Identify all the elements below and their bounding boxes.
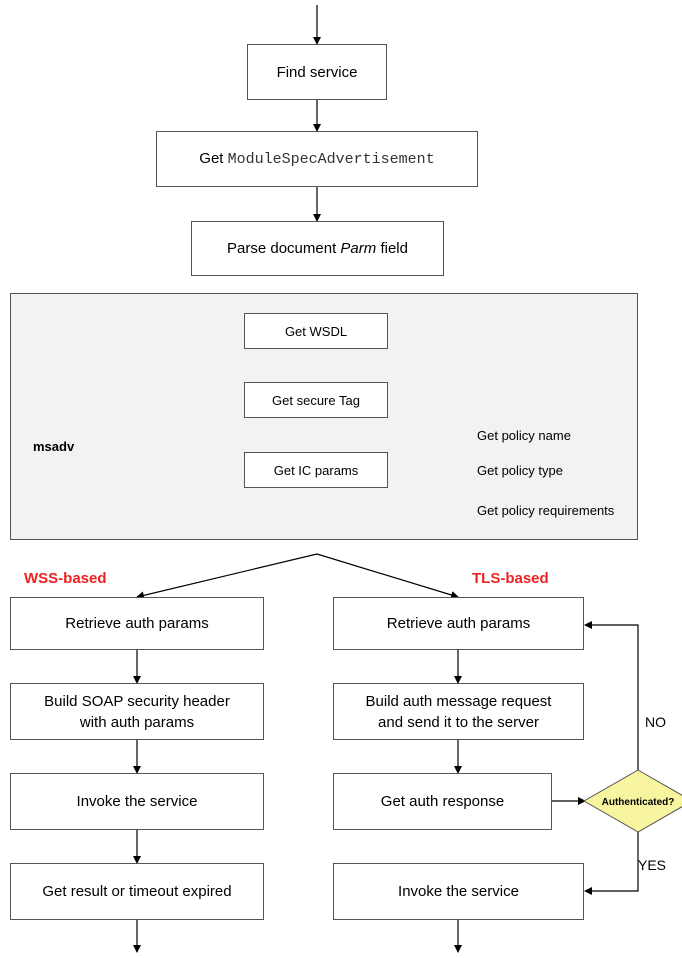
policy-type-label: Get policy type	[477, 463, 563, 478]
tls-step-build-request: Build auth message request and send it t…	[333, 683, 584, 740]
msadv-label: msadv	[33, 439, 75, 454]
get-wsdl-box: Get WSDL	[244, 313, 388, 349]
get-secure-tag-box: Get secure Tag	[244, 382, 388, 418]
parse-label: Parse document Parm field	[227, 238, 408, 259]
wss-step-1-label: Retrieve auth params	[65, 615, 209, 632]
tls-title: TLS-based	[472, 570, 549, 587]
find-service-label: Find service	[276, 63, 358, 81]
get-prefix: Get	[199, 150, 224, 167]
yes-path-line	[584, 832, 639, 895]
tls-step-invoke: Invoke the service	[333, 863, 584, 920]
tls-step-2-line2: and send it to the server	[378, 713, 539, 731]
find-service-box: Find service	[247, 44, 387, 100]
tls-step-get-response: Get auth response	[333, 773, 552, 830]
parse-suffix: field	[380, 240, 408, 257]
wss-step-build-header: Build SOAP security header with auth par…	[10, 683, 264, 740]
policy-name-label: Get policy name	[477, 428, 571, 443]
wss-step-2-line1: Build SOAP security header	[44, 692, 230, 710]
parse-prefix: Parse document	[227, 240, 337, 257]
get-ic-params-label: Get IC params	[273, 462, 359, 478]
no-label: NO	[645, 714, 666, 730]
decision-label: Authenticated?	[602, 797, 675, 808]
get-msa-box: Get ModuleSpecAdvertisement	[156, 131, 478, 187]
wss-step-invoke: Invoke the service	[10, 773, 264, 830]
get-ic-params-box: Get IC params	[244, 452, 388, 488]
wss-step-4-label: Get result or timeout expired	[42, 883, 232, 900]
get-wsdl-label: Get WSDL	[284, 323, 348, 339]
tls-step-3-label: Get auth response	[380, 793, 505, 810]
tls-step-retrieve: Retrieve auth params	[333, 597, 584, 650]
policy-requirements-label: Get policy requirements	[477, 503, 615, 518]
get-msa-label: Get ModuleSpecAdvertisement	[199, 148, 434, 170]
get-secure-tag-label: Get secure Tag	[272, 392, 360, 408]
wss-step-2-line2: with auth params	[79, 713, 195, 731]
msa-code: ModuleSpecAdvertisement	[227, 151, 435, 168]
parse-document-box: Parse document Parm field	[191, 221, 444, 276]
tls-step-2-line1: Build auth message request	[365, 692, 552, 710]
wss-step-get-result: Get result or timeout expired	[10, 863, 264, 920]
tls-step-4-label: Invoke the service	[398, 883, 519, 900]
no-loop-line	[584, 621, 639, 770]
parse-italic: Parm	[340, 240, 377, 257]
wss-title: WSS-based	[24, 570, 107, 587]
wss-step-retrieve: Retrieve auth params	[10, 597, 264, 650]
wss-step-3-label: Invoke the service	[76, 793, 198, 810]
arrow-to-tls	[316, 553, 459, 599]
arrow-to-wss	[136, 553, 318, 600]
tls-step-1-label: Retrieve auth params	[386, 615, 531, 632]
decision-diamond	[582, 769, 682, 833]
yes-label: YES	[638, 857, 667, 873]
